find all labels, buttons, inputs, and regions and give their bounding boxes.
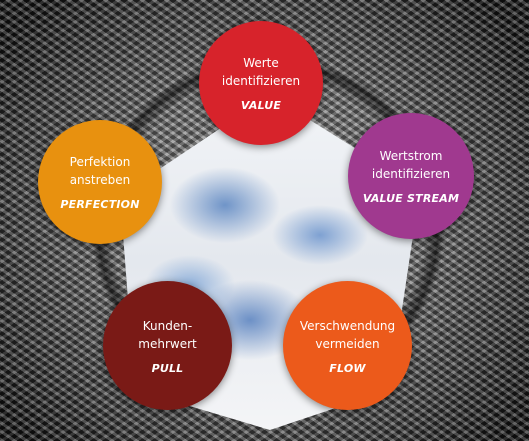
circle-value-stream-label: VALUE STREAM: [362, 192, 460, 205]
circle-value-stream: Wertstrom identifizieren VALUE STREAM: [348, 113, 474, 239]
circle-pull-label: PULL: [151, 361, 184, 375]
circle-pull-title: Kunden- mehrwert: [138, 318, 197, 351]
circle-flow: Verschwendung vermeiden FLOW: [283, 281, 412, 410]
circle-flow-label: FLOW: [329, 361, 366, 375]
circle-value-label: VALUE: [240, 99, 282, 112]
circle-perfection-title: Perfektion anstreben: [69, 155, 131, 187]
circle-perfection: Perfektion anstreben PERFECTION: [38, 120, 162, 244]
circle-value: Werte identifizieren VALUE: [199, 21, 323, 145]
circle-value-title: Werte identifizieren: [221, 56, 301, 88]
circle-flow-title: Verschwendung vermeiden: [299, 318, 396, 351]
circle-perfection-label: PERFECTION: [60, 198, 140, 211]
circle-value-stream-title: Wertstrom identifizieren: [371, 149, 451, 181]
circle-pull: Kunden- mehrwert PULL: [103, 281, 232, 410]
